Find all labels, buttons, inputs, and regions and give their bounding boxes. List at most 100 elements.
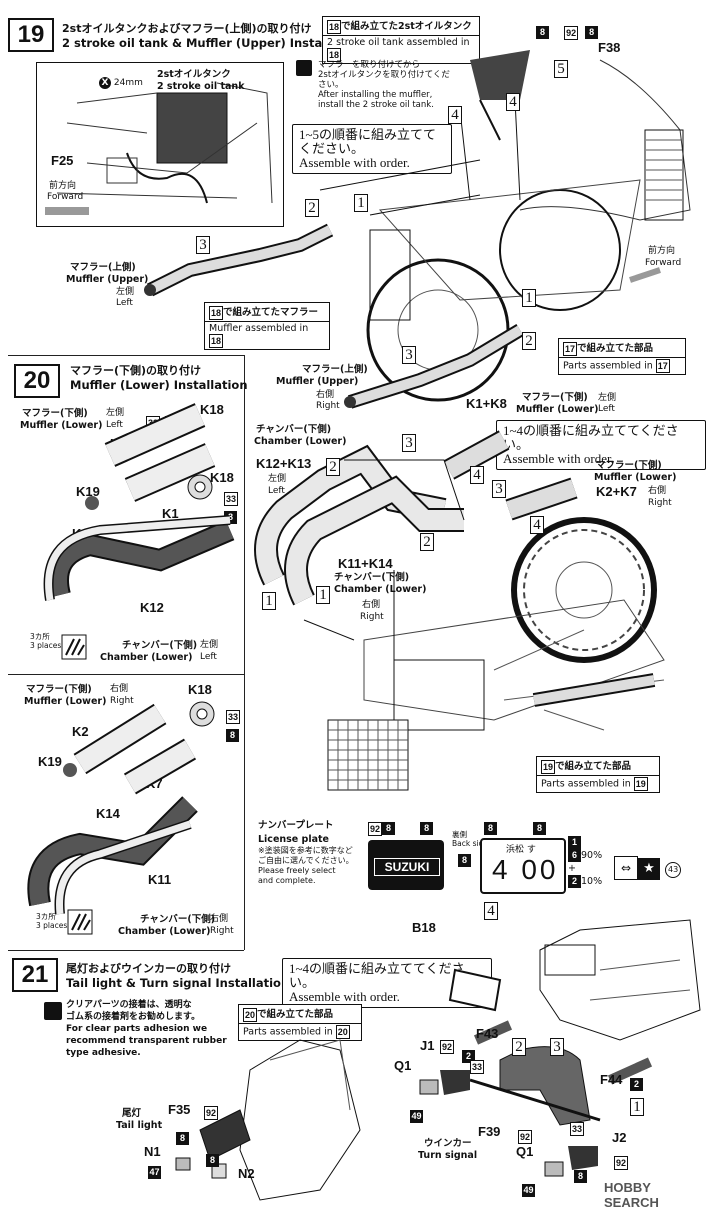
plate-back-code: 8: [458, 850, 471, 869]
divider: [244, 355, 245, 675]
license-plate-back: 浜松 す 4 00: [480, 838, 566, 894]
code-8-f35: 8: [176, 1128, 189, 1147]
step-21-order-callout: 1~4の順番に組み立ててください。 Assemble with order.: [282, 958, 492, 1008]
code-92: 92: [204, 1105, 218, 1120]
glue-icon: [296, 60, 312, 76]
part-k18b: K18: [210, 470, 234, 485]
license-title-jp: ナンバープレート: [258, 820, 334, 831]
color-6: 6: [568, 849, 581, 862]
part-b18: B18: [412, 920, 436, 935]
code-8: 8: [176, 1132, 189, 1145]
left-en: Left: [106, 420, 123, 430]
order-2-main-b: 2: [420, 533, 434, 551]
order-3b: 3: [402, 346, 416, 364]
order-2-main: 2: [326, 458, 340, 476]
code-8: 8: [420, 822, 434, 835]
color-1: 1: [568, 836, 581, 849]
left-en: Left: [200, 652, 217, 662]
part-f35: F35: [168, 1102, 191, 1117]
order-3-main-b: 3: [492, 480, 506, 498]
chamber-lower-main-en: Chamber (Lower): [254, 436, 347, 447]
code-92-f35: 92: [204, 1102, 218, 1121]
part-f43: F43: [476, 1026, 499, 1041]
note-en1: After installing the muffler,: [318, 90, 433, 100]
left-jp: 左側: [598, 393, 617, 403]
part-k2: K2: [72, 724, 89, 739]
order-1: 1: [354, 194, 368, 212]
note-jp1: マフラーを取り付けてから: [318, 60, 421, 70]
part-k19-r: K19: [38, 754, 62, 769]
part-k12: K12: [140, 600, 164, 615]
left-jp: 左側: [106, 408, 125, 418]
code-8: 8: [484, 822, 497, 835]
left-jp: 左側: [200, 640, 219, 650]
order-2-21: 2: [512, 1038, 526, 1056]
plate-number: 4 00: [492, 854, 559, 885]
step-20-right-drawing: [27, 701, 215, 935]
step-19-note: マフラーを取り付けてから 2stオイルタンクを取り付けてください。 After …: [296, 60, 456, 110]
code-8: 8: [206, 1154, 219, 1167]
code-8: 8: [458, 854, 471, 867]
note-en2: recommend transparent rubber: [66, 1036, 227, 1046]
code-8: 8: [226, 729, 239, 742]
code-33: 33: [470, 1059, 484, 1074]
plate-city: 浜松 す: [506, 845, 536, 855]
part-f25: F25: [51, 153, 74, 168]
decal-star-icon: ★: [638, 858, 660, 880]
ref-num: 18: [327, 47, 341, 62]
right-en: Right: [648, 498, 672, 508]
ref-num: 19: [633, 776, 648, 791]
code-92-f39: 92: [518, 1126, 532, 1145]
code-47: 47: [148, 1162, 161, 1181]
code: 8: [585, 26, 599, 39]
muffler-lower-right-jp: マフラー(下側): [26, 684, 92, 695]
order-1b: 1: [522, 289, 536, 307]
order-en: Assemble with order.: [289, 989, 400, 1004]
plate-kana: す: [526, 845, 536, 855]
code-8-q1b: 8: [574, 1166, 587, 1185]
muffler-lower-left-en: Muffler (Lower): [20, 420, 103, 431]
order-2: 2: [305, 199, 319, 217]
right-en: Right: [110, 696, 134, 706]
ref-num: 19: [541, 759, 555, 774]
ref-parts-jp: で組み立てた部品: [257, 1009, 334, 1020]
right-jp: 右側: [210, 914, 229, 924]
code-33-j2: 33: [570, 1118, 584, 1137]
chamber-lower-main-jp: チャンバー(下側): [256, 424, 332, 435]
part-k11: K11: [148, 872, 172, 887]
code-33: 33: [570, 1121, 584, 1136]
x-size: 24mm: [113, 78, 143, 88]
part-k18: K18: [200, 402, 224, 417]
forward-right-en: Forward: [645, 258, 682, 268]
step-21-drawing: [175, 919, 701, 1201]
step-20-title-jp: マフラー(下側)の取り付け: [70, 364, 202, 377]
places-jp: 3カ所: [30, 632, 50, 641]
code-92: 92: [368, 821, 382, 836]
forward-right-jp: 前方向: [648, 246, 676, 256]
part-k12k13: K12+K13: [256, 456, 312, 471]
part-k11k14: K11+K14: [338, 556, 393, 571]
decal-arrow-icon: ⇔: [614, 856, 638, 880]
code-92-j2: 92: [614, 1152, 628, 1171]
left-en: Left: [598, 404, 615, 414]
step-21-panel: クリアパーツの接着は、透明な ゴム系の接着剤をお勧めします。 For clear…: [36, 996, 272, 1080]
ref-parts-en: Parts assembled in: [541, 778, 631, 789]
ref-parts-en: Parts assembled in: [243, 1026, 333, 1037]
part-j2: J2: [612, 1130, 627, 1145]
step-20-left-drawing: [43, 403, 235, 660]
code-47: 47: [148, 1166, 161, 1179]
order-1-main-b: 1: [316, 586, 330, 604]
order-jp: 1~5の順番に組み立てて: [299, 127, 437, 142]
ref-oil-tank-en: 2 stroke oil tank assembled in: [327, 36, 470, 48]
muffler-lower-right-en: Muffler (Lower): [24, 696, 107, 707]
ref-num: 20: [335, 1024, 350, 1039]
order-jp: 1~4の順番に組み立ててください。: [503, 423, 679, 452]
ref-num: 18: [209, 333, 223, 348]
part-f38: F38: [598, 40, 621, 55]
part-q1b: Q1: [516, 1144, 534, 1159]
places-en: 3 places: [30, 641, 62, 650]
